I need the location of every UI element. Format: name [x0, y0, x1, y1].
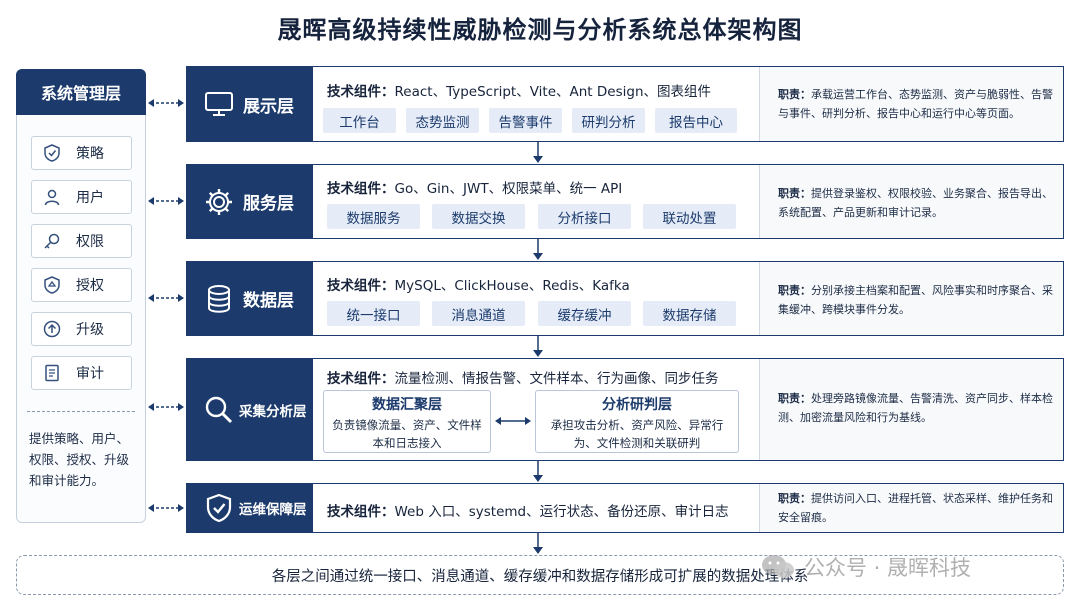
chip-data-storage: 数据存储: [643, 301, 736, 326]
tech-components: 技术组件：流量检测、情报告警、文件样本、行为画像、同步任务: [327, 371, 719, 387]
down-arrow: [533, 461, 543, 482]
upload-icon: [43, 320, 61, 338]
mgmt-item-label: 用户: [76, 190, 104, 206]
layer-service: 服务层 技术组件：Go、Gin、JWT、权限菜单、统一 API 数据服务 数据交…: [186, 164, 1064, 239]
tech-components: 技术组件：MySQL、ClickHouse、Redis、Kafka: [327, 278, 630, 294]
sub-description: 负责镜像流量、资产、文件样本和日志接入: [332, 418, 482, 450]
bidirectional-arrow: [148, 504, 184, 512]
bidirectional-arrow: [148, 403, 184, 411]
mgmt-item-label: 策略: [76, 146, 104, 162]
mgmt-item-label: 授权: [76, 278, 104, 294]
mgmt-item-label: 审计: [76, 366, 104, 382]
monitor-icon: [205, 92, 233, 116]
user-icon: [44, 189, 60, 206]
chip-data-service: 数据服务: [327, 204, 420, 229]
database-icon: [208, 284, 230, 313]
divider: [27, 411, 135, 412]
tech-components: 技术组件：Go、Gin、JWT、权限菜单、统一 API: [327, 181, 623, 197]
down-arrow: [533, 533, 543, 554]
layer-header: 运维保障层: [187, 484, 313, 532]
management-description: 提供策略、用户、权限、授权、升级和审计能力。: [29, 431, 130, 488]
chip-report: 报告中心: [655, 108, 737, 133]
layer-name: 展示层: [243, 96, 294, 117]
mgmt-item-label: 升级: [76, 322, 104, 338]
layer-header: 采集分析层: [187, 359, 313, 460]
mgmt-item-user: 用户: [31, 180, 132, 214]
layer-presentation: 展示层 技术组件：React、TypeScript、Vite、Ant Desig…: [186, 66, 1064, 142]
watermark: 公众号 · 晟晖科技: [760, 552, 971, 582]
chip-analysis: 研判分析: [572, 108, 645, 133]
down-arrow: [533, 336, 543, 357]
chip-alerts: 告警事件: [489, 108, 562, 133]
mgmt-item-authorize: 授权: [31, 268, 132, 302]
layer-header: 服务层: [187, 165, 313, 238]
duty-panel: 职责：承载运营工作台、态势监测、资产与脆弱性、告警与事件、研判分析、报告中心和运…: [759, 67, 1063, 141]
mgmt-item-label: 权限: [76, 234, 104, 250]
layer-header: 展示层: [187, 67, 313, 141]
duty-panel: 职责：处理旁路镜像流量、告警清洗、资产同步、样本检测、加密流量风险和行为基线。: [759, 359, 1063, 460]
key-icon: [44, 233, 60, 249]
layer-operations: 运维保障层 技术组件：Web 入口、systemd、运行状态、备份还原、审计日志…: [186, 483, 1064, 533]
sub-description: 承担攻击分析、资产风险、异常行为、文件检测和关联研判: [550, 418, 724, 450]
sub-analysis-judgment: 分析研判层 承担攻击分析、资产风险、异常行为、文件检测和关联研判: [535, 390, 739, 453]
layer-header: 数据层: [187, 262, 313, 335]
chip-linkage: 联动处置: [643, 204, 736, 229]
duty-panel: 职责：分别承接主档案和配置、风险事实和时序聚合、采集缓冲、跨模块事件分发。: [759, 262, 1063, 335]
bidirectional-arrow: [148, 197, 184, 205]
mgmt-item-policy: 策略: [31, 136, 132, 170]
mgmt-item-audit: 审计: [31, 356, 132, 390]
footer-summary: 各层之间通过统一接口、消息通道、缓存缓冲和数据存储形成可扩展的数据处理体系: [16, 555, 1064, 595]
gear-icon: [206, 188, 232, 215]
chip-unified-api: 统一接口: [327, 301, 420, 326]
layer-name: 数据层: [243, 291, 294, 311]
sub-title: 数据汇聚层: [372, 397, 442, 413]
mgmt-item-permission: 权限: [31, 224, 132, 258]
search-icon: [205, 396, 233, 423]
tech-components: 技术组件：Web 入口、systemd、运行状态、备份还原、审计日志: [327, 504, 729, 520]
duty-text: 职责：提供访问入口、进程托管、状态采样、维护任务和安全留痕。: [778, 492, 1053, 524]
duty-text: 职责：承载运营工作台、态势监测、资产与脆弱性、告警与事件、研判分析、报告中心和运…: [778, 88, 1053, 120]
bidirectional-arrow: [148, 99, 184, 107]
duty-text: 职责：提供登录鉴权、权限校验、业务聚合、报告导出、系统配置、产品更新和审计记录。: [778, 187, 1053, 219]
tech-components: 技术组件：React、TypeScript、Vite、Ant Design、图表…: [327, 84, 712, 100]
badge-icon: [44, 276, 60, 294]
shield-check-icon: [206, 493, 232, 523]
document-icon: [45, 364, 59, 382]
chip-situation: 态势监测: [406, 108, 479, 133]
chip-cache-buffer: 缓存缓冲: [538, 301, 631, 326]
layer-data: 数据层 技术组件：MySQL、ClickHouse、Redis、Kafka 统一…: [186, 261, 1064, 336]
management-panel: 系统管理层 策略 用户 权限 授权 升级 审计 提供策略、用户、权限、授权、升级…: [16, 69, 146, 523]
duty-panel: 职责：提供登录鉴权、权限校验、业务聚合、报告导出、系统配置、产品更新和审计记录。: [759, 165, 1063, 238]
duty-panel: 职责：提供访问入口、进程托管、状态采样、维护任务和安全留痕。: [759, 484, 1063, 532]
management-header: 系统管理层: [16, 69, 146, 115]
bidirectional-arrow: [495, 417, 531, 425]
layer-name: 采集分析层: [239, 403, 307, 420]
diagram-title: 晟晖高级持续性威胁检测与分析系统总体架构图: [277, 16, 803, 44]
duty-text: 职责：分别承接主档案和配置、风险事实和时序聚合、采集缓冲、跨模块事件分发。: [778, 284, 1053, 316]
wechat-icon: [762, 555, 794, 578]
chip-data-exchange: 数据交换: [432, 204, 525, 229]
layer-name: 运维保障层: [239, 502, 307, 518]
duty-text: 职责：处理旁路镜像流量、告警清洗、资产同步、样本检测、加密流量风险和行为基线。: [778, 392, 1053, 424]
chip-message-channel: 消息通道: [432, 301, 525, 326]
chip-workbench: 工作台: [323, 108, 396, 133]
chip-analysis-api: 分析接口: [538, 204, 631, 229]
down-arrow: [533, 239, 543, 260]
sub-data-aggregation: 数据汇聚层 负责镜像流量、资产、文件样本和日志接入: [323, 390, 491, 453]
layer-name: 服务层: [243, 194, 294, 214]
mgmt-item-upgrade: 升级: [31, 312, 132, 346]
watermark-text: 公众号 · 晟晖科技: [804, 556, 972, 580]
shield-check-icon: [44, 144, 60, 162]
down-arrow: [533, 142, 543, 163]
layer-collection-analysis: 采集分析层 技术组件：流量检测、情报告警、文件样本、行为画像、同步任务 数据汇聚…: [186, 358, 1064, 461]
sub-title: 分析研判层: [602, 397, 672, 413]
bidirectional-arrow: [148, 294, 184, 302]
